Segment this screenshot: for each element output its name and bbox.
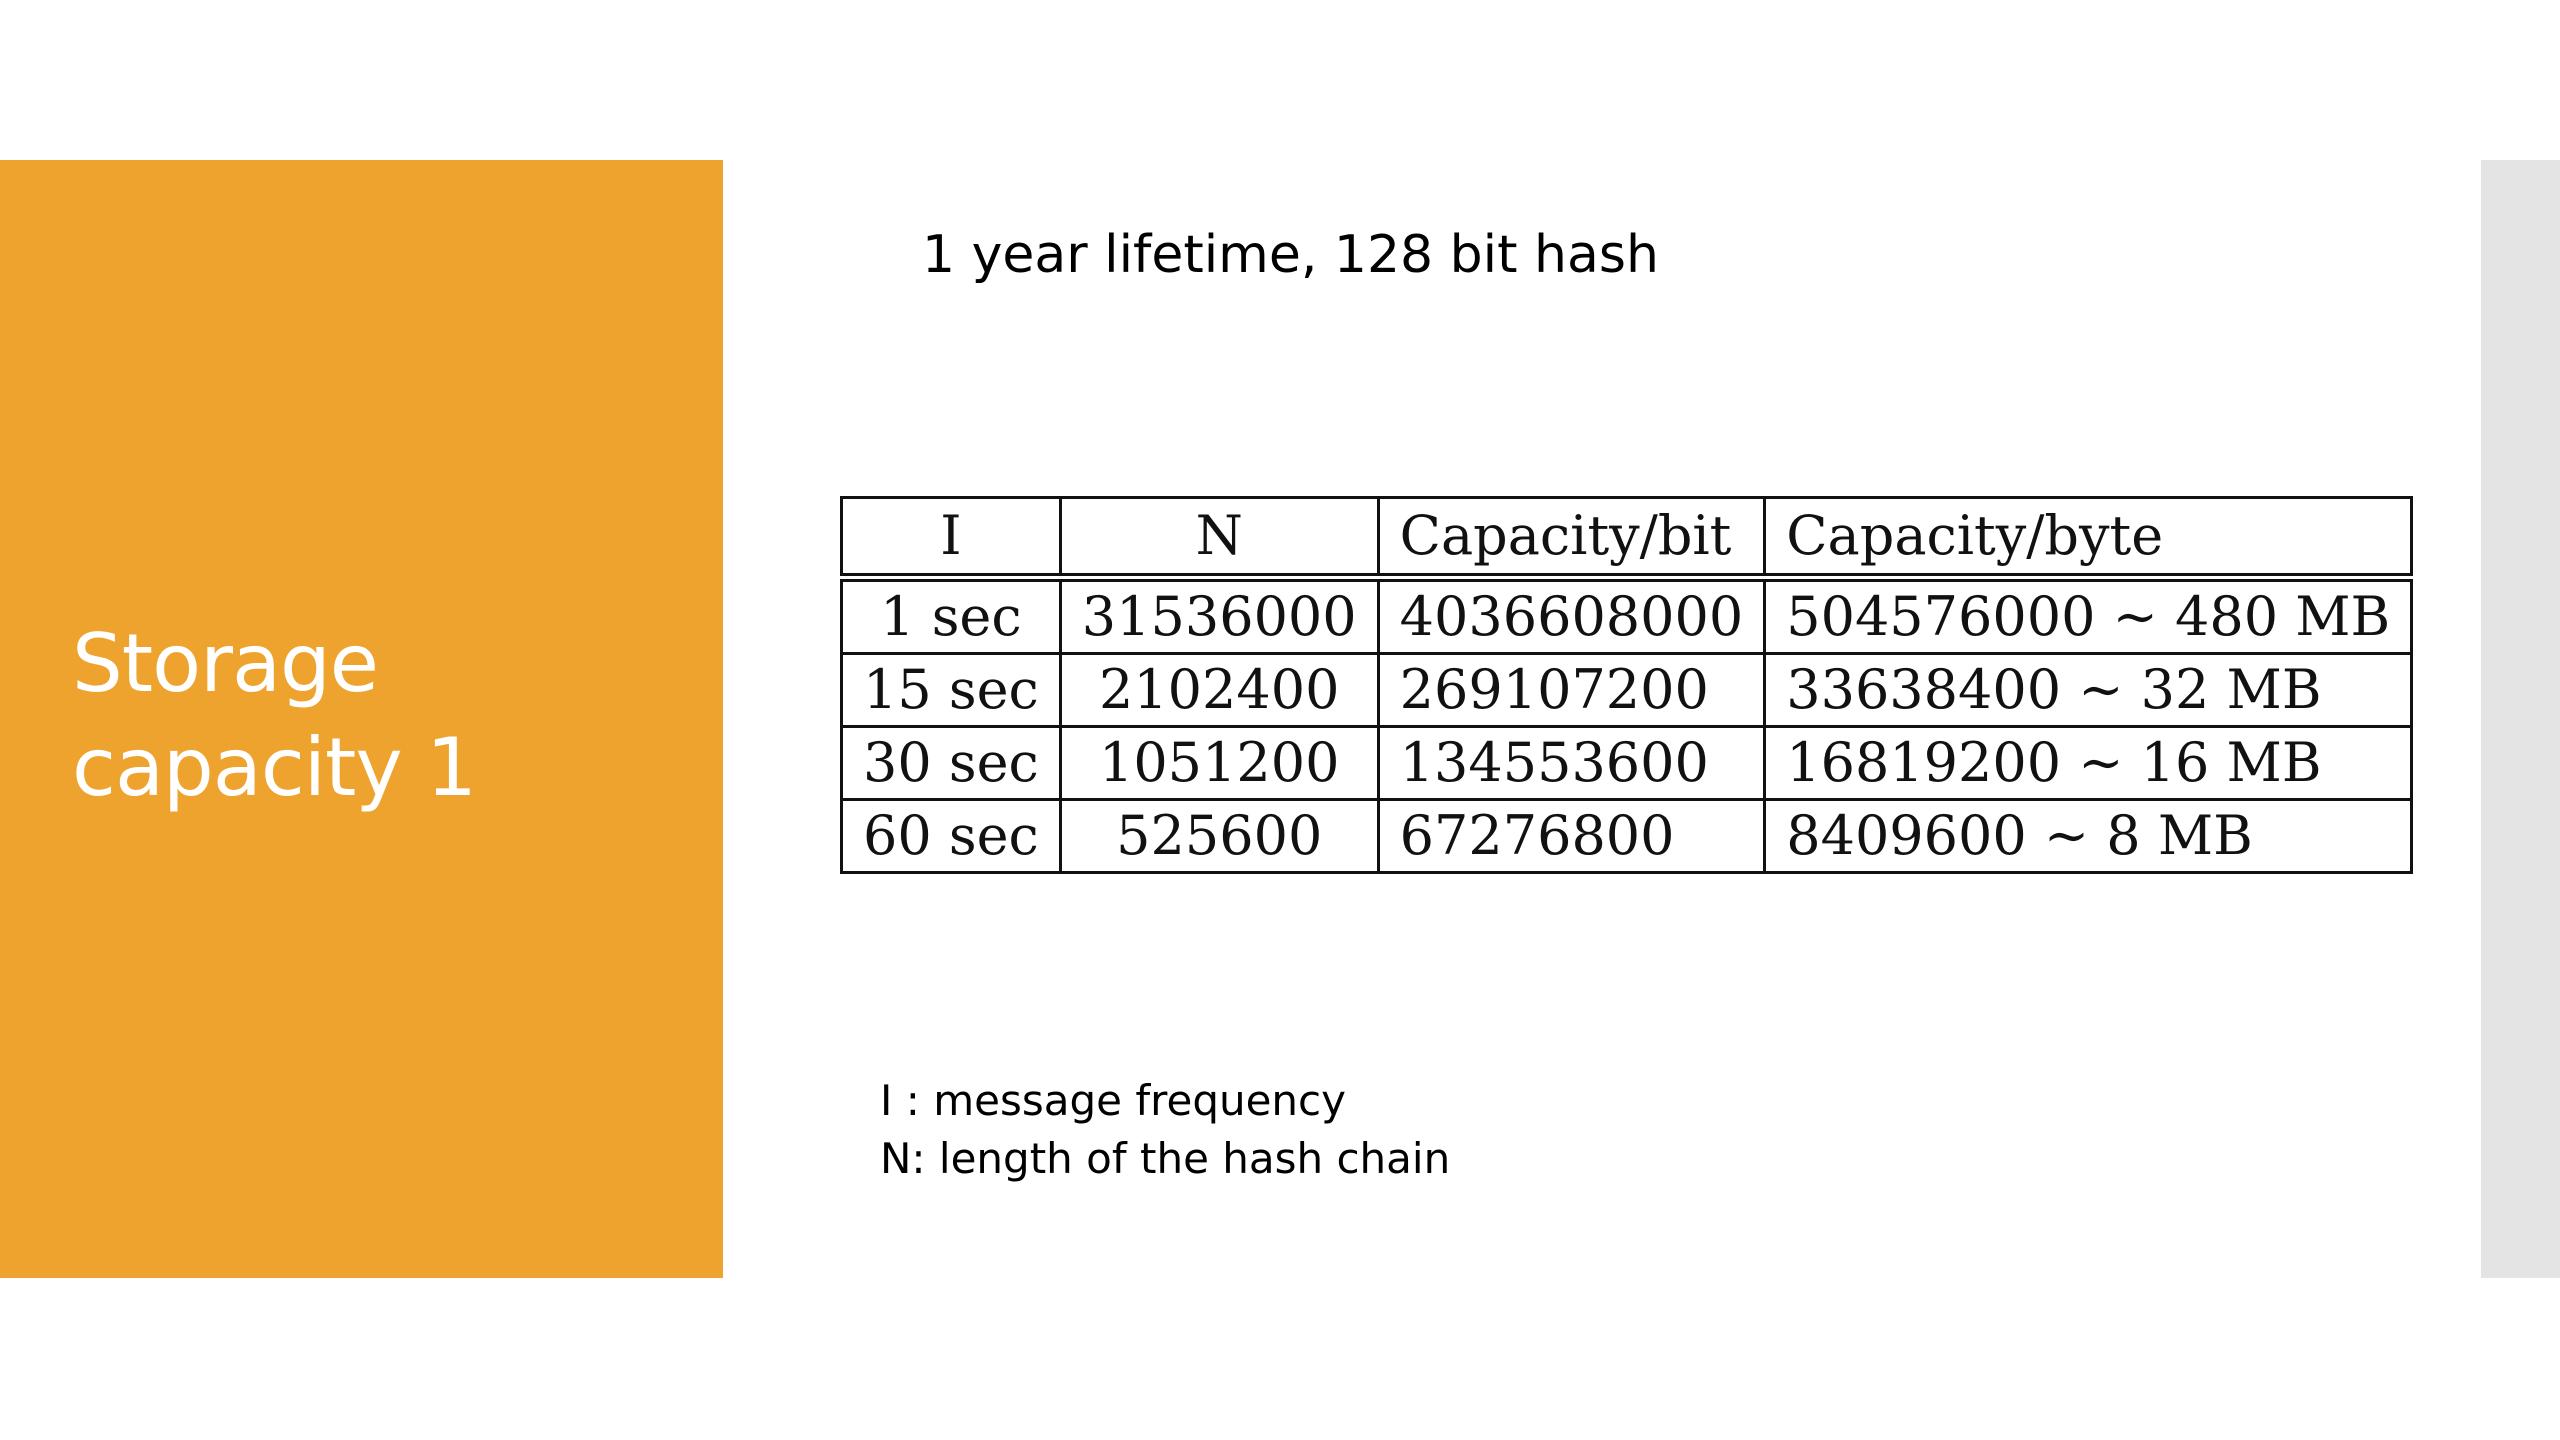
cell-interval: 30 sec bbox=[840, 725, 1062, 801]
table-legend: I : message frequency N: length of the h… bbox=[880, 1072, 1450, 1188]
cell-chain-length: 2102400 bbox=[1058, 652, 1380, 728]
cell-capacity-bit: 4036608000 bbox=[1376, 576, 1767, 655]
header-cell-capacity-bit: Capacity/bit bbox=[1376, 496, 1767, 579]
slide-subtitle: 1 year lifetime, 128 bit hash bbox=[922, 225, 1659, 285]
legend-line-n: N: length of the hash chain bbox=[880, 1134, 1451, 1183]
cell-interval: 1 sec bbox=[840, 576, 1062, 655]
cell-capacity-bit: 269107200 bbox=[1376, 652, 1767, 728]
cell-capacity-bit: 67276800 bbox=[1376, 798, 1767, 874]
header-cell-n: N bbox=[1058, 496, 1380, 579]
cell-interval: 15 sec bbox=[840, 652, 1062, 728]
cell-chain-length: 31536000 bbox=[1058, 576, 1380, 655]
cell-chain-length: 525600 bbox=[1058, 798, 1380, 874]
header-cell-i: I bbox=[840, 496, 1062, 579]
right-accent-strip bbox=[2481, 160, 2560, 1278]
cell-capacity-byte: 8409600 ∼ 8 MB bbox=[1763, 798, 2414, 874]
cell-interval: 60 sec bbox=[840, 798, 1062, 874]
header-cell-capacity-byte: Capacity/byte bbox=[1763, 496, 2414, 579]
legend-line-i: I : message frequency bbox=[880, 1076, 1346, 1125]
cell-capacity-byte: 33638400 ∼ 32 MB bbox=[1763, 652, 2414, 728]
slide-title-line-2: capacity 1 bbox=[72, 721, 477, 814]
capacity-table: I N Capacity/bit Capacity/byte 1 sec 315… bbox=[840, 496, 2414, 874]
cell-capacity-byte: 16819200 ∼ 16 MB bbox=[1763, 725, 2414, 801]
cell-chain-length: 1051200 bbox=[1058, 725, 1380, 801]
slide-title: Storage capacity 1 bbox=[72, 612, 692, 820]
cell-capacity-bit: 134553600 bbox=[1376, 725, 1767, 801]
table-row: 15 sec 2102400 269107200 33638400 ∼ 32 M… bbox=[840, 652, 2414, 728]
slide-title-line-1: Storage bbox=[72, 617, 379, 710]
cell-capacity-byte: 504576000 ∼ 480 MB bbox=[1763, 576, 2414, 655]
table-row: 30 sec 1051200 134553600 16819200 ∼ 16 M… bbox=[840, 725, 2414, 801]
table-row: 60 sec 525600 67276800 8409600 ∼ 8 MB bbox=[840, 798, 2414, 874]
table-row: 1 sec 31536000 4036608000 504576000 ∼ 48… bbox=[840, 576, 2414, 655]
table-header-row: I N Capacity/bit Capacity/byte bbox=[840, 496, 2414, 579]
title-panel bbox=[0, 160, 723, 1278]
